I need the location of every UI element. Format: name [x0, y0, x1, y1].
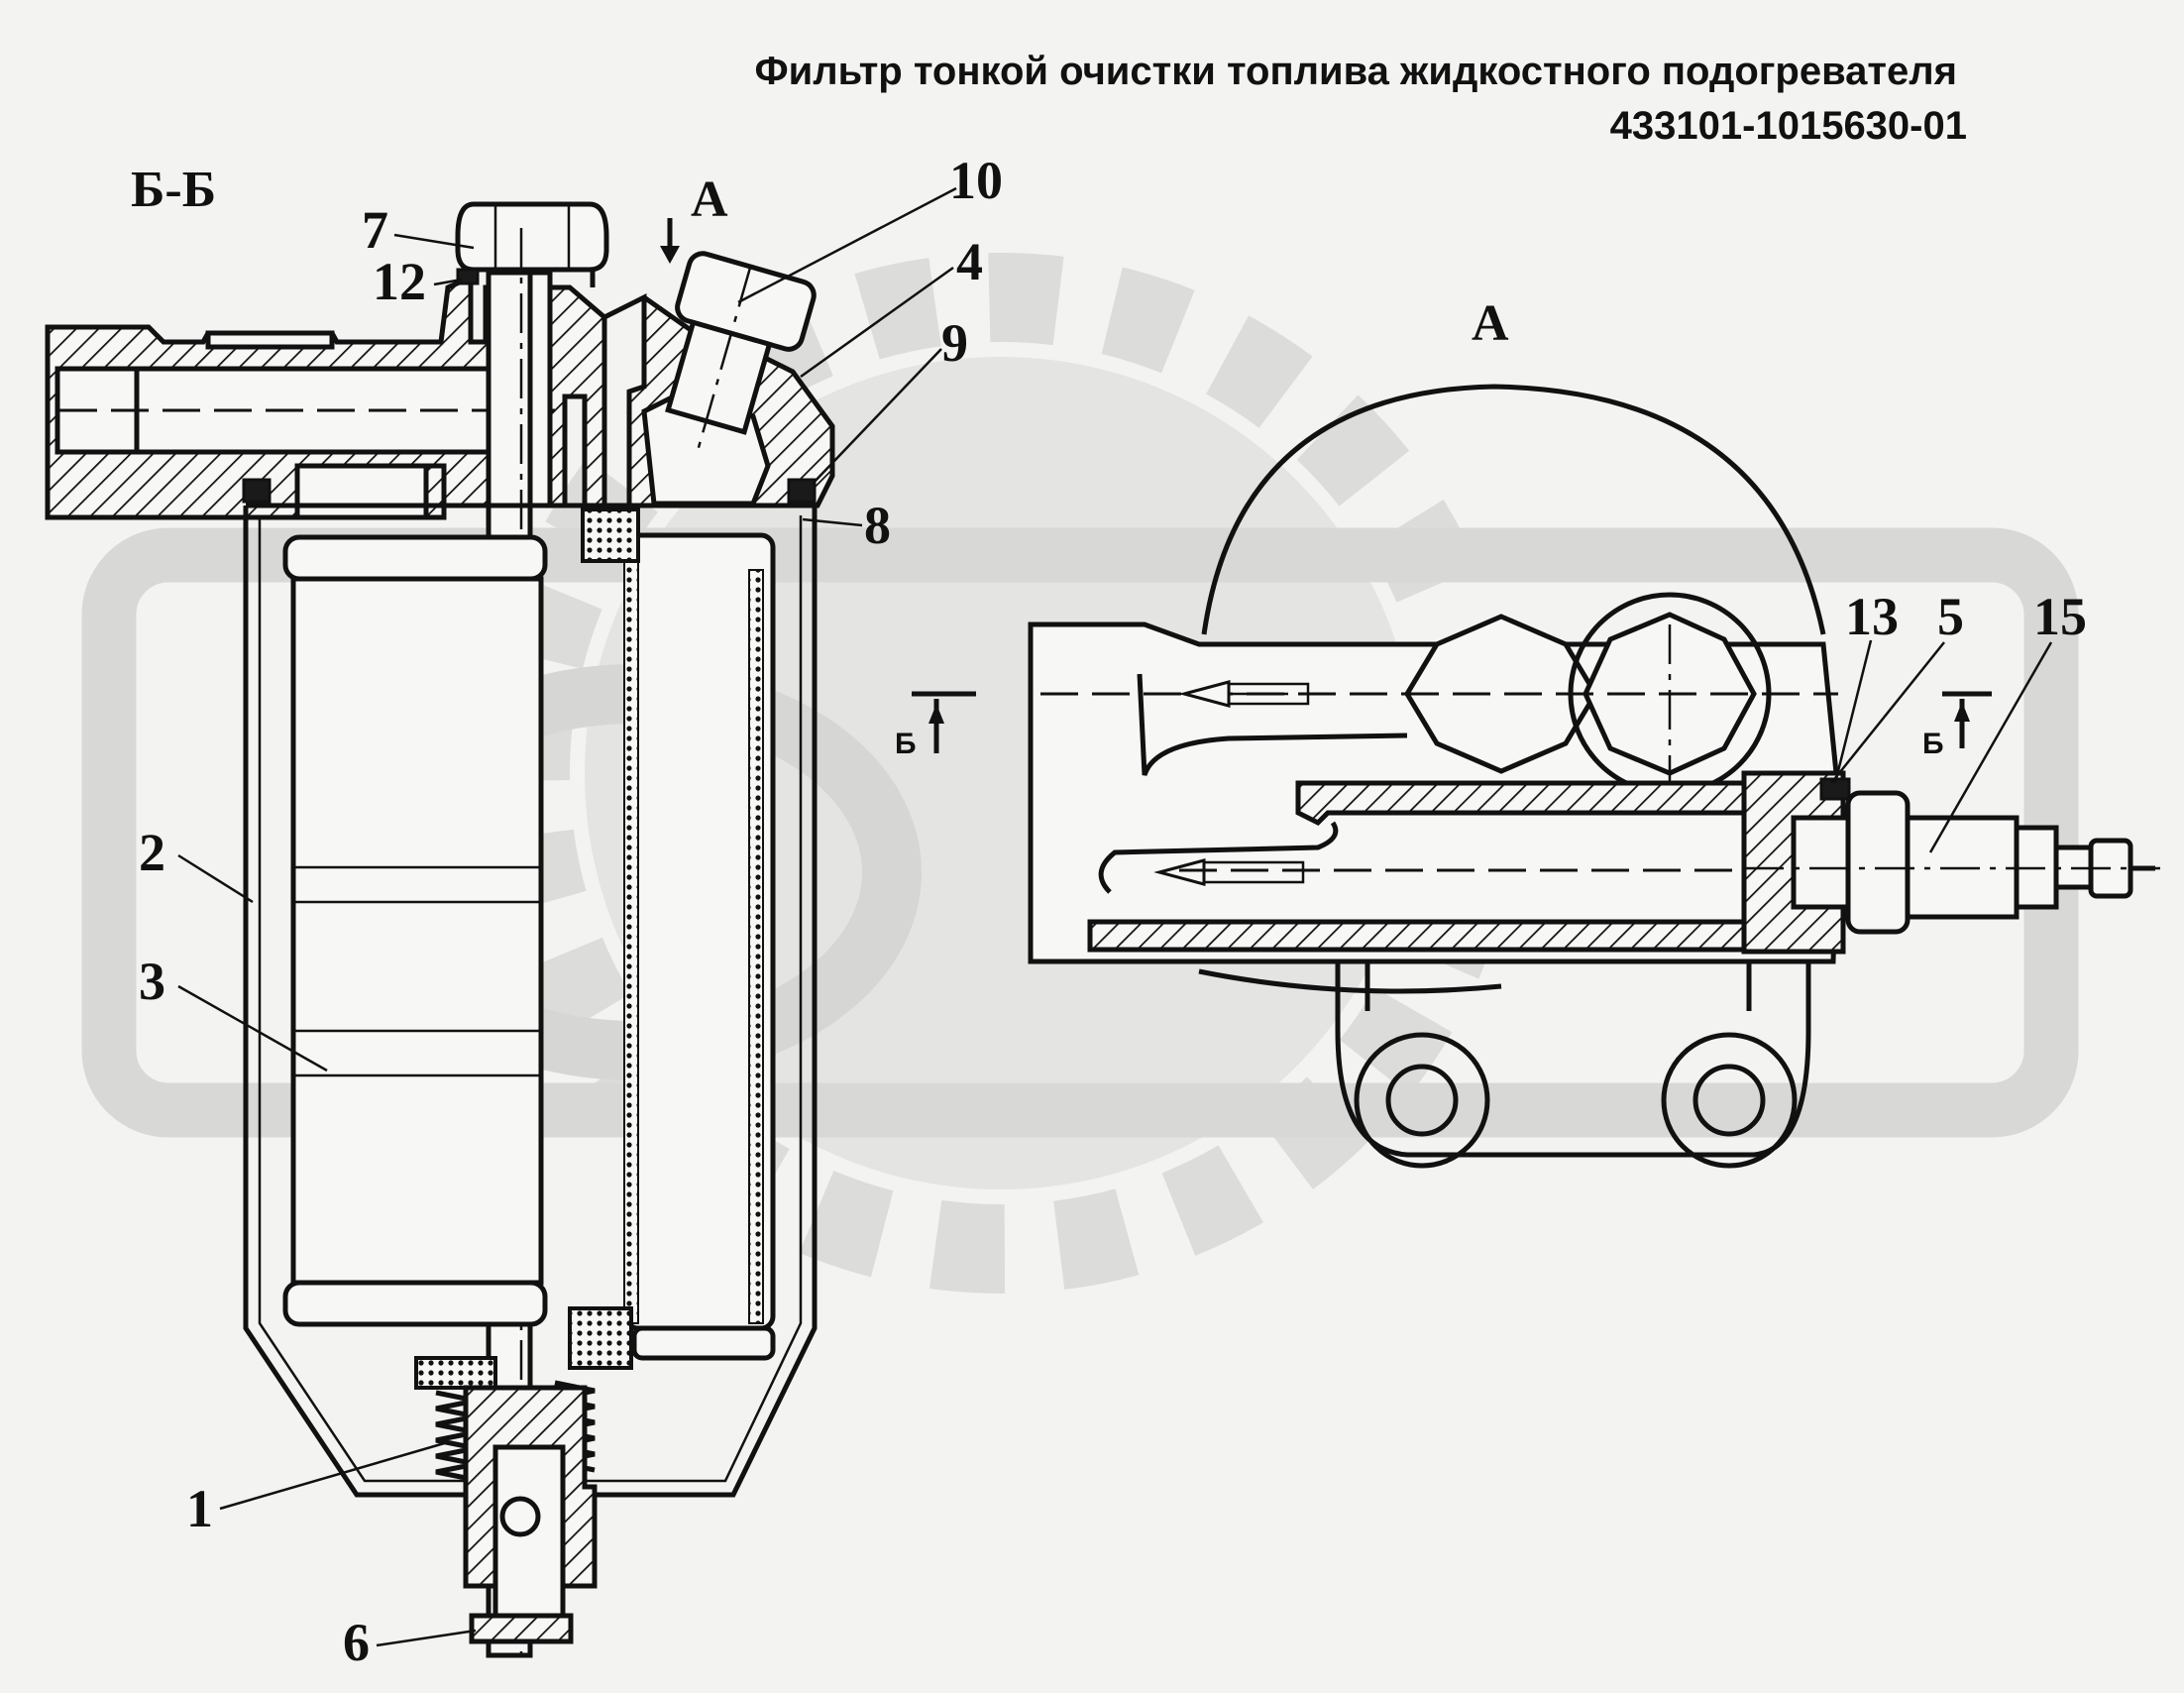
gasket-9-right	[787, 478, 817, 504]
drain-ball	[499, 1496, 541, 1537]
gasket-12	[456, 268, 480, 285]
callout-9: 9	[941, 313, 968, 373]
mounting-bracket	[1335, 961, 1811, 1158]
channel-lower	[1098, 821, 1339, 894]
callout-13: 13	[1845, 587, 1899, 646]
mesh-right	[748, 569, 764, 1324]
rod-sleeve	[527, 270, 553, 508]
heater-body	[1791, 815, 1851, 910]
element-bottom-cap	[282, 1280, 548, 1327]
head-recess	[294, 463, 429, 520]
title-line-2: 433101-1015630-01	[1610, 104, 1967, 148]
center-bolt-head	[455, 201, 609, 273]
title-line-1: Фильтр тонкой очистки топлива жидкостног…	[755, 50, 1958, 93]
view-a-circle-top	[1201, 384, 1826, 635]
sleeve-hatched-bottom	[1087, 919, 1826, 953]
element-top-cap	[282, 534, 548, 582]
seal-bottom	[568, 1306, 633, 1370]
bracket-eye-left	[1354, 1032, 1490, 1169]
element-right-bottom	[631, 1325, 776, 1361]
heater-stem	[1905, 815, 2020, 920]
section-mark-right: Б	[1922, 728, 1944, 760]
seal-spring-seat	[414, 1356, 497, 1390]
callouts: 7 12 10 4 9 8 2 3 1 6 13 5 15	[139, 151, 2087, 1672]
gasket-9-left	[242, 478, 272, 504]
callout-12: 12	[373, 252, 426, 311]
filter-element	[290, 576, 544, 1286]
view-label-a-top: А	[691, 171, 728, 228]
heater-hex-nut	[1845, 790, 1911, 935]
view-a: А Б	[895, 295, 2160, 1169]
view-label-a-right: А	[1472, 295, 1509, 352]
callout-7: 7	[362, 200, 388, 260]
callout-10: 10	[949, 151, 1003, 210]
section-mark-left: Б	[895, 728, 917, 760]
seal-8	[581, 508, 640, 563]
channel-upper	[1137, 673, 1408, 776]
callout-4: 4	[956, 232, 983, 291]
callout-3: 3	[139, 952, 165, 1011]
callout-8: 8	[864, 496, 891, 555]
view-arrow-head	[660, 246, 680, 264]
bracket-eye-right	[1661, 1032, 1798, 1169]
callout-6: 6	[343, 1613, 370, 1672]
callout-5: 5	[1937, 587, 1964, 646]
section-label-bb: Б-Б	[131, 162, 216, 218]
head-boss	[205, 330, 335, 350]
element-band	[291, 865, 543, 904]
callout-2: 2	[139, 823, 165, 882]
callout-15: 15	[2033, 587, 2087, 646]
element-band-2	[291, 1029, 543, 1077]
bleed-plug	[665, 251, 817, 450]
view-a-circle-bottom	[1198, 968, 1502, 994]
drain-plug-6	[469, 1613, 574, 1644]
section-view	[45, 201, 835, 1658]
callout-1: 1	[186, 1479, 213, 1538]
mesh-left	[623, 539, 639, 1324]
